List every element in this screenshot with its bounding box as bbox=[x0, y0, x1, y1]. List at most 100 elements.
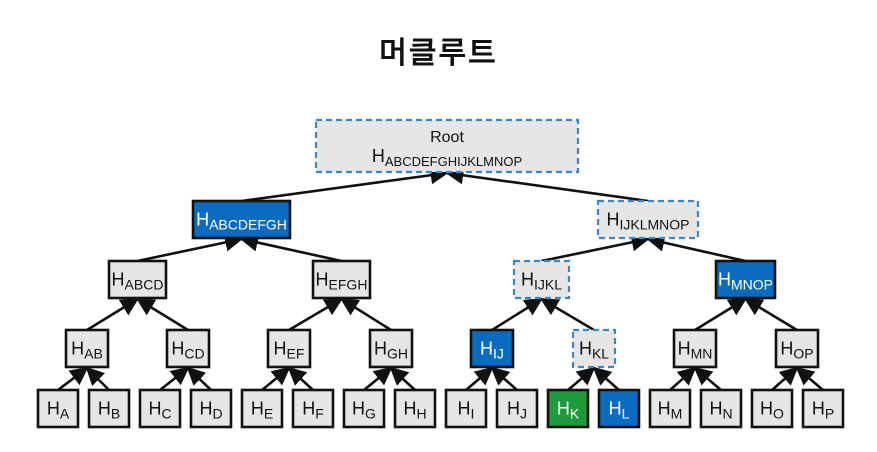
label-subscript: L bbox=[622, 406, 630, 422]
node-hash-label: HI bbox=[458, 399, 475, 422]
label-main: H bbox=[274, 339, 287, 359]
label-main: H bbox=[47, 399, 60, 419]
edge-h-ijkl-to-h-ijklmnop bbox=[541, 233, 650, 263]
node-hash-label: HAB bbox=[71, 339, 103, 362]
node-h-a: HA bbox=[36, 388, 80, 429]
node-h-mnop: HMNOP bbox=[714, 259, 777, 300]
edge-h-abcd-to-h-abcdefgh bbox=[137, 233, 244, 263]
edge-h-ab-to-h-abcd bbox=[86, 297, 140, 332]
node-box bbox=[107, 259, 168, 300]
node-hash-label: HKL bbox=[579, 339, 609, 362]
node-hash-label: HCD bbox=[171, 339, 204, 362]
label-subscript: ABCDEFGH bbox=[209, 217, 287, 233]
edge-h-ef-to-h-efgh bbox=[288, 297, 344, 332]
node-h-m: HM bbox=[648, 388, 692, 429]
label-main: H bbox=[372, 146, 385, 166]
node-hash-label: HN bbox=[709, 399, 732, 422]
node-h-f: HF bbox=[291, 388, 335, 429]
node-hash-label: HD bbox=[199, 399, 222, 422]
node-box bbox=[311, 259, 372, 300]
node-h-ijklmnop: HIJKLMNOP bbox=[596, 199, 700, 240]
node-box bbox=[368, 328, 414, 369]
node-h-h: HH bbox=[393, 388, 437, 429]
node-h-efgh: HEFGH bbox=[311, 259, 372, 300]
node-h-ijkl: HIJKL bbox=[512, 259, 571, 300]
label-main: H bbox=[658, 399, 671, 419]
node-box bbox=[314, 118, 580, 174]
node-hash-label: HG bbox=[352, 399, 376, 422]
node-box bbox=[699, 388, 743, 429]
label-main: H bbox=[352, 399, 365, 419]
label-subscript: A bbox=[60, 406, 70, 422]
label-main: H bbox=[458, 399, 471, 419]
edge-h-ijklmnop-to-root bbox=[445, 166, 649, 203]
edge-h-abcdefgh-to-root bbox=[241, 166, 449, 203]
label-main: H bbox=[557, 399, 570, 419]
node-hash-label: HIJKL bbox=[521, 270, 562, 293]
node-h-op: HOP bbox=[774, 328, 820, 369]
node-box bbox=[672, 328, 718, 369]
label-main: H bbox=[98, 399, 111, 419]
node-h-ij: HIJ bbox=[469, 328, 515, 369]
label-subscript: K bbox=[570, 406, 580, 422]
node-box bbox=[774, 328, 820, 369]
node-box bbox=[64, 328, 110, 369]
node-hash-label: HP bbox=[812, 399, 834, 422]
edge-h-j-to-h-ij bbox=[490, 366, 518, 391]
node-box bbox=[648, 388, 692, 429]
node-label: Root bbox=[430, 129, 464, 146]
node-h-cd: HCD bbox=[165, 328, 211, 369]
node-h-kl: HKL bbox=[571, 328, 617, 369]
label-subscript: ABCDEFGHIJKLMNOP bbox=[385, 154, 522, 169]
label-main: H bbox=[171, 339, 184, 359]
node-hash-label: HABCD bbox=[112, 270, 164, 293]
node-box bbox=[36, 388, 80, 429]
label-subscript: MNOP bbox=[731, 277, 773, 293]
label-subscript: OP bbox=[793, 346, 813, 362]
node-hash-label: HK bbox=[557, 399, 580, 422]
label-subscript: C bbox=[161, 406, 171, 422]
diagram-title: 머클루트 bbox=[379, 36, 498, 71]
label-subscript: KL bbox=[592, 346, 609, 362]
node-hash-label: HF bbox=[302, 399, 324, 422]
node-box bbox=[571, 328, 617, 369]
edge-h-c-to-h-cd bbox=[159, 366, 190, 392]
edge-h-mnop-to-h-ijklmnop bbox=[646, 233, 746, 263]
node-hash-label: HB bbox=[98, 399, 120, 422]
label-main: H bbox=[718, 270, 731, 290]
label-main: H bbox=[403, 399, 416, 419]
edge-h-op-to-h-mnop bbox=[743, 297, 798, 332]
label-subscript: I bbox=[471, 406, 475, 422]
edge-h-mn-to-h-mnop bbox=[694, 297, 748, 332]
label-main: H bbox=[709, 399, 722, 419]
node-hash-label: HMN bbox=[678, 339, 713, 362]
edge-h-l-to-h-kl bbox=[592, 366, 620, 391]
node-box bbox=[512, 259, 571, 300]
label-main: H bbox=[579, 339, 592, 359]
edge-h-h-to-h-gh bbox=[389, 366, 416, 391]
edge-h-g-to-h-gh bbox=[363, 366, 393, 392]
edge-h-cd-to-h-abcd bbox=[135, 297, 189, 332]
node-box bbox=[801, 388, 845, 429]
node-box bbox=[444, 388, 488, 429]
node-box bbox=[596, 199, 700, 240]
node-hash-label: HOP bbox=[780, 339, 813, 362]
label-main: H bbox=[780, 339, 793, 359]
label-subscript: EF bbox=[287, 346, 305, 362]
node-h-o: HO bbox=[750, 388, 794, 429]
node-h-g: HG bbox=[342, 388, 386, 429]
edge-h-a-to-h-ab bbox=[57, 366, 89, 392]
node-hash-label: HMNOP bbox=[718, 270, 773, 293]
edge-h-b-to-h-ab bbox=[85, 366, 110, 391]
node-box bbox=[165, 328, 211, 369]
node-box bbox=[266, 328, 312, 369]
node-hash-label: HGH bbox=[374, 339, 408, 362]
node-hash-label: HA bbox=[47, 399, 70, 422]
node-hash-label: HE bbox=[251, 399, 273, 422]
node-box bbox=[469, 328, 515, 369]
node-h-k: HK bbox=[546, 388, 590, 429]
label-main: H bbox=[521, 270, 534, 290]
label-main: H bbox=[196, 210, 209, 230]
